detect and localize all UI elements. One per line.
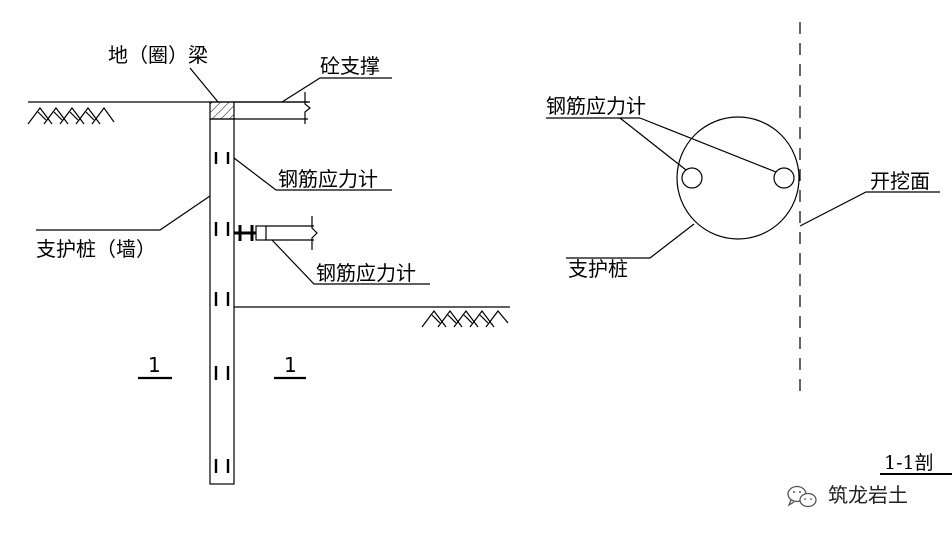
soil-hatch-right — [421, 310, 509, 328]
ring-beam-label: 地（圈）梁 — [108, 43, 208, 67]
plan-pile-circle — [676, 116, 800, 240]
section-title: 1-1剖 — [884, 452, 934, 474]
leader-pile — [36, 195, 211, 231]
leader-gauge-1 — [233, 157, 392, 191]
strut-gauge — [234, 216, 318, 250]
pile-gauge-marks — [214, 152, 230, 473]
leader-strut — [281, 77, 392, 103]
leader-plan-gauge-a — [619, 117, 687, 171]
soil-hatch-left — [27, 106, 115, 125]
strut-label: 砼支撑 — [320, 54, 380, 78]
leader-gauge-2 — [271, 239, 430, 285]
pile-label: 支护桩（墙） — [36, 237, 156, 261]
wechat-icon — [787, 485, 817, 508]
plan-pile-label: 支护桩 — [568, 257, 628, 281]
leader-plan-gauge-b — [639, 117, 777, 173]
plan-gauge-right — [773, 167, 795, 189]
elevation-view — [27, 67, 510, 485]
leader-plan-pile — [566, 223, 695, 259]
rebar-gauge-label-1: 钢筋应力计 — [278, 167, 378, 191]
leader-excavation-face — [799, 191, 940, 227]
rebar-gauge-label-2: 钢筋应力计 — [316, 261, 416, 285]
watermark: 筑龙岩土 — [787, 483, 908, 508]
section-mark-right: 1 — [284, 353, 297, 377]
plan-view — [546, 22, 952, 475]
section-mark-left: 1 — [148, 353, 161, 377]
strut-break-mark — [304, 92, 311, 124]
retaining-pile — [209, 118, 235, 485]
plan-rebar-gauge-label: 钢筋应力计 — [546, 94, 646, 118]
ring-beam — [209, 101, 235, 120]
watermark-text: 筑龙岩土 — [828, 483, 908, 507]
plan-gauge-left — [681, 167, 703, 189]
excavation-face-label: 开挖面 — [870, 169, 930, 193]
leader-ring-beam — [189, 67, 219, 103]
